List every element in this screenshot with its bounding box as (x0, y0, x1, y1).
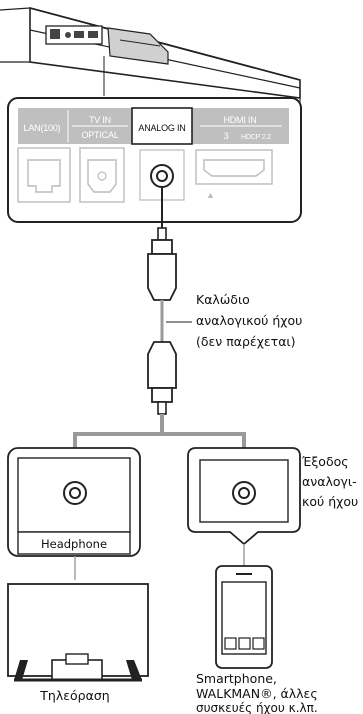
analog-output-caption-line1: Έξοδος (301, 454, 349, 469)
hdmi-port-icon (203, 159, 265, 177)
tv-icon (7, 583, 149, 682)
top-plug-tip (157, 227, 167, 241)
hdmi-port-number: 3 (224, 131, 229, 141)
smartphone-icon (215, 565, 273, 669)
devices-caption-line3: συσκευές ήχου κ.λπ. (196, 701, 318, 714)
analog-output-caption-line2: αναλογι- (302, 474, 357, 489)
top-plug-collar (151, 239, 173, 255)
bottom-plug-body (147, 341, 177, 389)
lan-port-icon (27, 159, 61, 193)
analog-output-caption-line3: κού ήχου (302, 494, 358, 509)
hdmi-marker-icon: ▲ (206, 190, 215, 200)
bottom-plug-tip (157, 401, 167, 415)
plugged-cable-icon (107, 27, 169, 65)
analog-audio-cable (147, 188, 192, 415)
lan-label: LAN(100) (24, 123, 61, 133)
hdcp-label: HDCP 2.2 (241, 134, 271, 141)
headphone-label: Headphone (41, 537, 107, 551)
bottom-plug-collar (151, 387, 173, 403)
tv-in-label: TV IN (89, 115, 111, 125)
top-plug-body (147, 253, 177, 301)
cable-caption-line2: αναλογικού ήχου (196, 313, 302, 328)
soundbar-hdmi-icon (88, 31, 98, 38)
soundbar-unit (0, 6, 301, 99)
cable-caption-line1: Καλώδιο (196, 292, 250, 307)
analog-in-label: ANALOG IN (138, 123, 185, 133)
soundbar-jack-icon (65, 32, 71, 38)
soundbar-optical-icon (74, 31, 84, 38)
headphone-device: Headphone (7, 447, 141, 557)
port-panel: LAN(100) TV IN OPTICAL ANALOG IN HDMI IN… (7, 97, 302, 223)
devices-caption-line1: Smartphone, (196, 671, 277, 686)
soundbar-port-icon (50, 29, 60, 39)
optical-label: OPTICAL (81, 130, 118, 140)
analog-in-highlight (131, 107, 193, 145)
tv-caption: Τηλεόραση (39, 688, 109, 703)
hdmi-in-label: HDMI IN (223, 115, 256, 125)
devices-caption-line2: WALKMAN®, άλλες (196, 686, 318, 701)
audio-output-device (187, 447, 301, 546)
cable-caption-line3: (δεν παρέχεται) (196, 334, 296, 349)
